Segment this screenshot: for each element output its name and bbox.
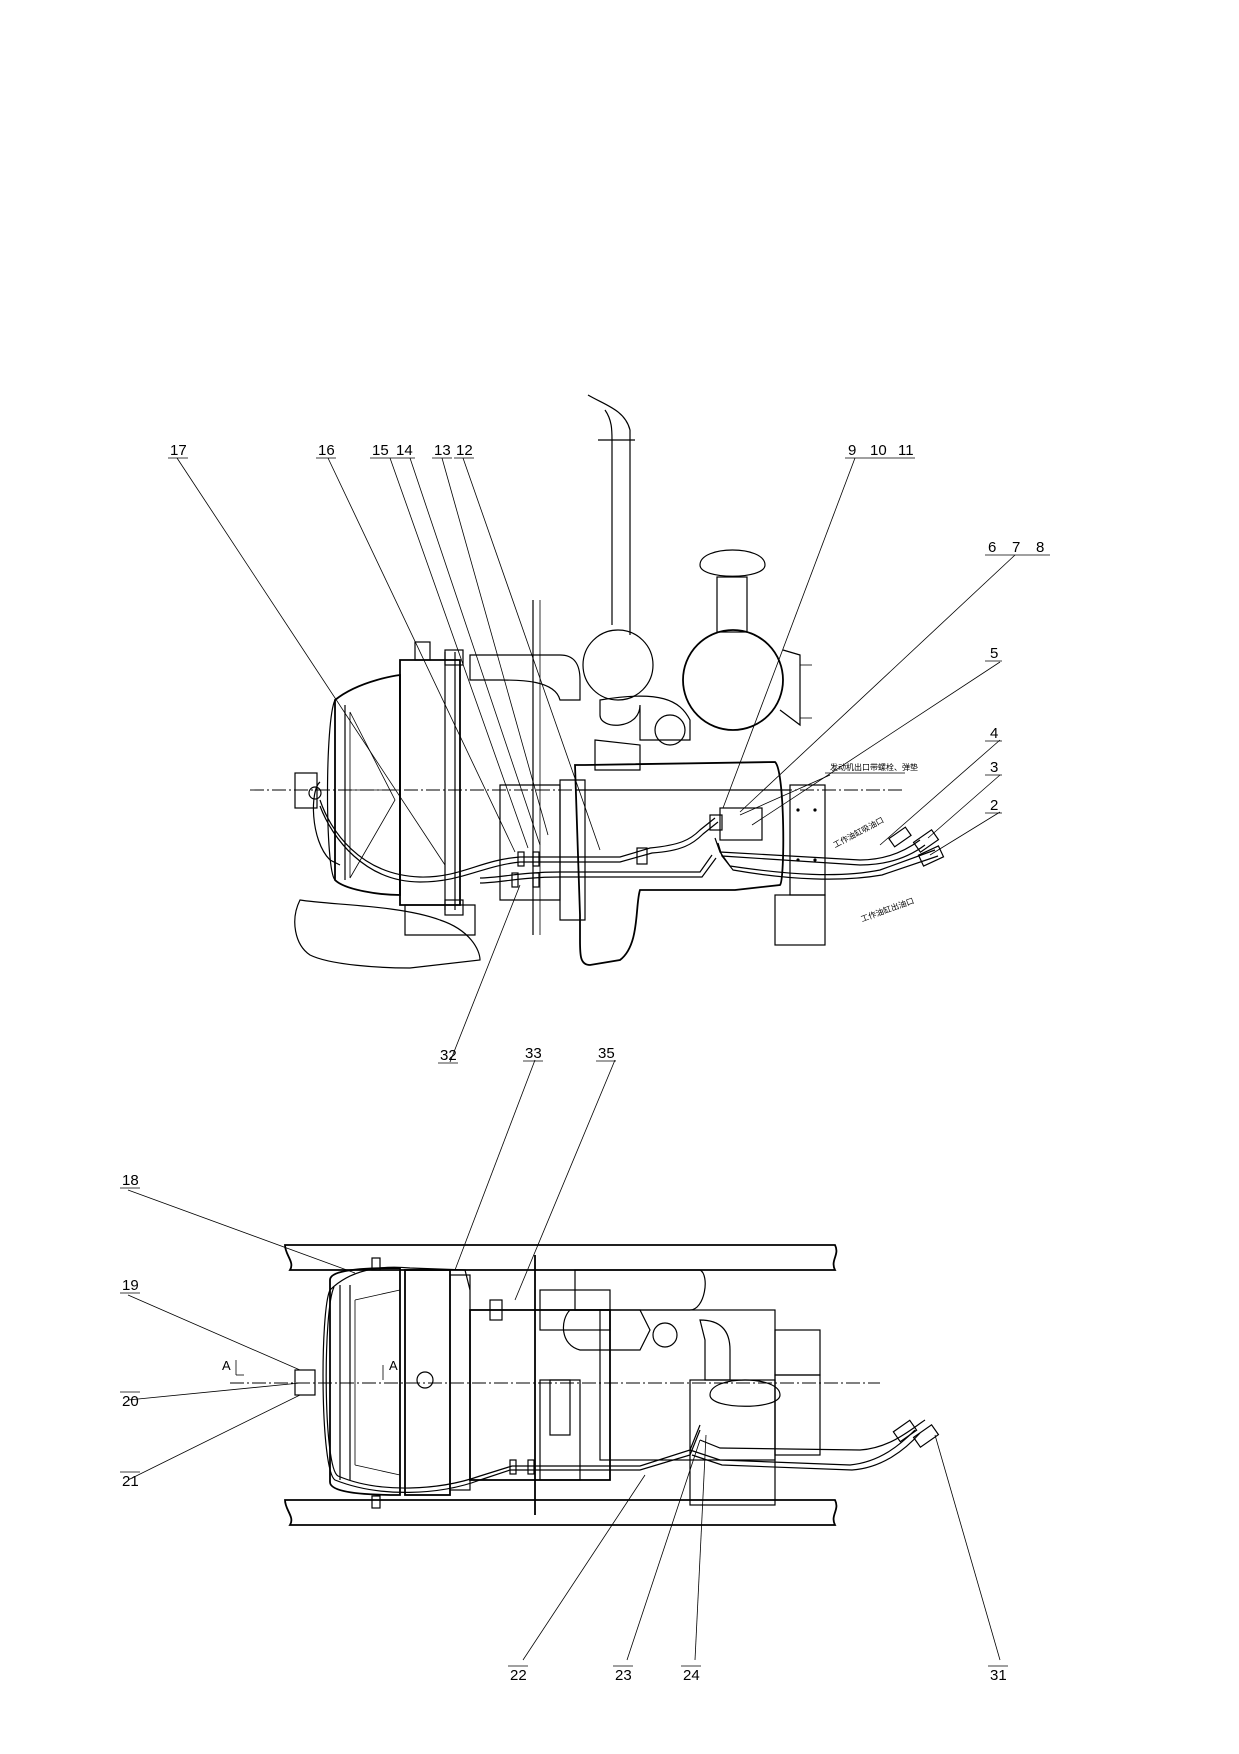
section-label-right: A [389,1358,398,1373]
callout-4: 4 [990,725,998,742]
callout-2: 2 [990,797,998,814]
callout-labels: 17 16 15 14 13 12 9 10 11 6 7 8 5 4 3 2 … [120,442,1050,1684]
callout-10: 10 [870,442,887,459]
callout-3: 3 [990,759,998,776]
callout-5: 5 [990,645,998,662]
callout-31: 31 [990,1667,1007,1684]
section-label-left: A [222,1358,231,1373]
callout-9: 9 [848,442,856,459]
callout-11: 11 [898,442,914,459]
callout-18: 18 [122,1172,139,1189]
leader-lines-lower [127,1059,1001,1661]
upper-side-view [176,394,1016,1063]
callout-20: 20 [122,1393,139,1410]
callout-22: 22 [510,1667,527,1684]
callout-24: 24 [683,1667,700,1684]
callout-7: 7 [1012,539,1020,556]
callout-14: 14 [396,442,413,459]
section-marker-a: A A [222,1358,398,1380]
callout-35: 35 [598,1045,615,1062]
callout-23: 23 [615,1667,632,1684]
callout-13: 13 [434,442,451,459]
note-engine-outlet: 发动机出口带螺栓、弹垫 [830,762,918,772]
note-pump-inlet: 工作油缸吸油口 [831,815,885,850]
leader-lines-upper [176,457,1016,1063]
callout-12: 12 [456,442,473,459]
callout-21: 21 [122,1473,139,1490]
callout-15: 15 [372,442,389,459]
callout-19: 19 [122,1277,139,1294]
lower-plan-view: A A [127,1059,1001,1661]
callout-17: 17 [170,442,187,459]
callout-32: 32 [440,1047,457,1064]
callout-33: 33 [525,1045,542,1062]
notes: 发动机出口带螺栓、弹垫 工作油缸吸油口 工作油缸出油口 [825,762,918,924]
callout-16: 16 [318,442,335,459]
callout-6: 6 [988,539,996,556]
callout-8: 8 [1036,539,1044,556]
note-pump-outlet: 工作油缸出油口 [859,895,915,924]
